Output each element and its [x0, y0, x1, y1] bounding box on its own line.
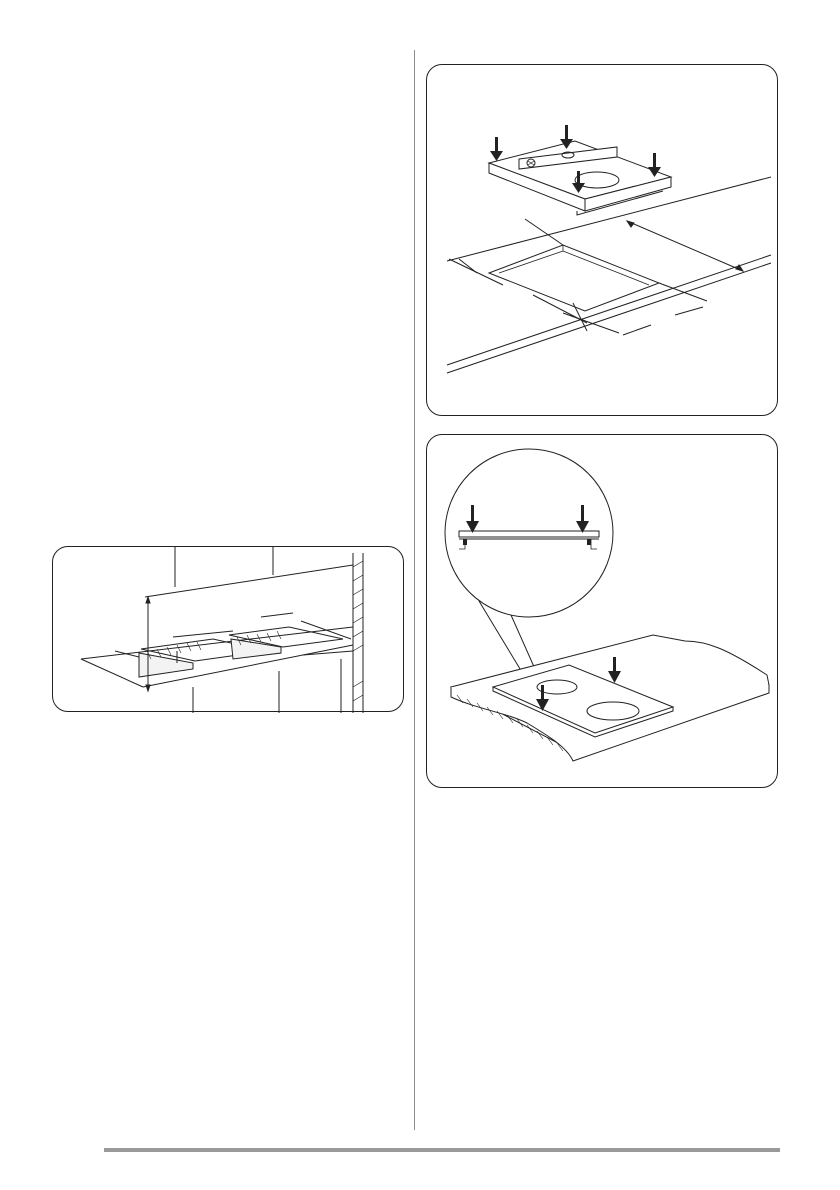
mounting-dimensions-drawing: [53, 547, 405, 713]
seal-detail-drawing: [427, 435, 779, 789]
figure-mounting-dimensions: [52, 546, 404, 712]
figure-cutout-placement: [426, 64, 778, 416]
figure-seal-detail: [426, 434, 778, 788]
column-divider: [414, 50, 415, 1130]
footer-rule: [104, 1148, 780, 1152]
cutout-placement-drawing: [427, 65, 779, 417]
